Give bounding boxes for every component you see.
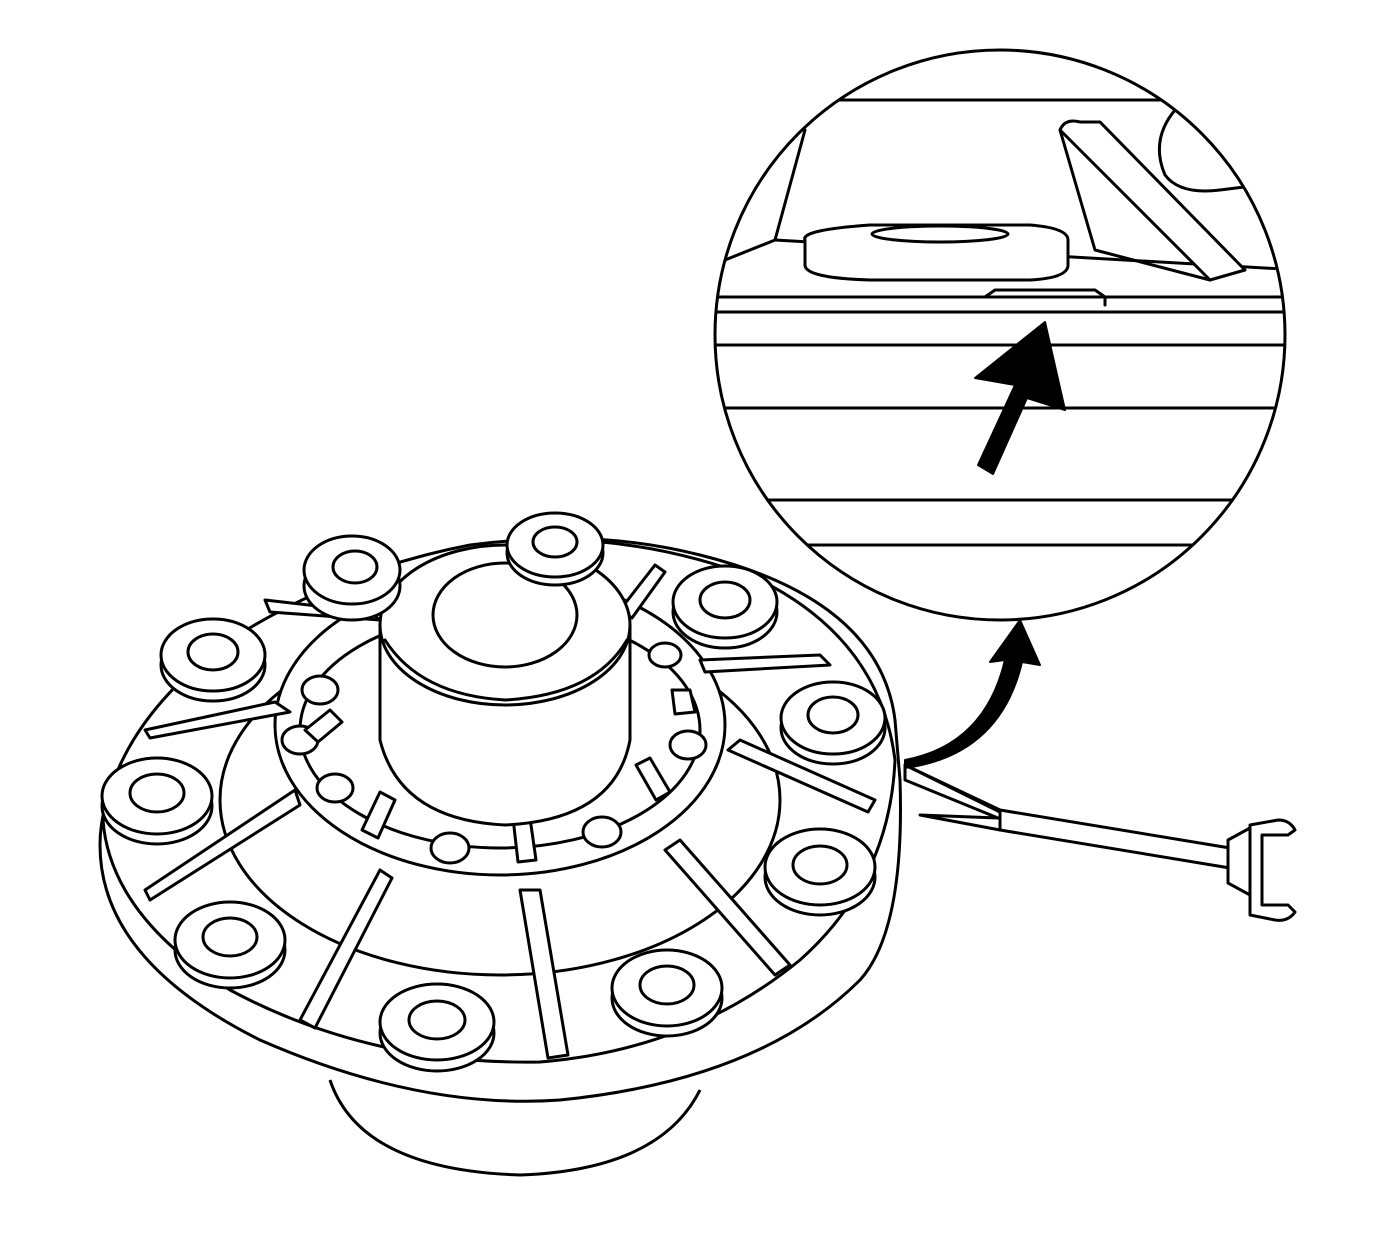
- bolt-washer: [779, 680, 887, 766]
- central-boss: [378, 543, 632, 827]
- lower-hub: [328, 1079, 702, 1177]
- bolt-washer: [302, 534, 402, 622]
- magnified-detail: [713, 48, 1287, 622]
- inner-disk-holes: [280, 641, 708, 865]
- bolt-washer: [378, 982, 496, 1073]
- bolt-washer: [610, 948, 724, 1038]
- bolt-washer: [505, 511, 605, 587]
- bolt-washer: [159, 617, 267, 703]
- bolt-washer: [173, 900, 287, 990]
- callout-arrow: [904, 619, 1041, 769]
- detail-circle-border: [713, 48, 1287, 622]
- bolt-washer: [763, 827, 877, 917]
- curved-arrow-icon: [904, 619, 1041, 769]
- bolt-washers: [100, 511, 887, 1073]
- detail-circle-fill: [715, 50, 1285, 620]
- inner-tabs: [303, 688, 697, 864]
- differential-case: [98, 511, 1017, 1177]
- arrow-up-right-icon: [974, 321, 1066, 475]
- screwdriver: [903, 763, 1297, 922]
- bolt-washer: [100, 756, 214, 846]
- bolt-washer: [671, 564, 779, 650]
